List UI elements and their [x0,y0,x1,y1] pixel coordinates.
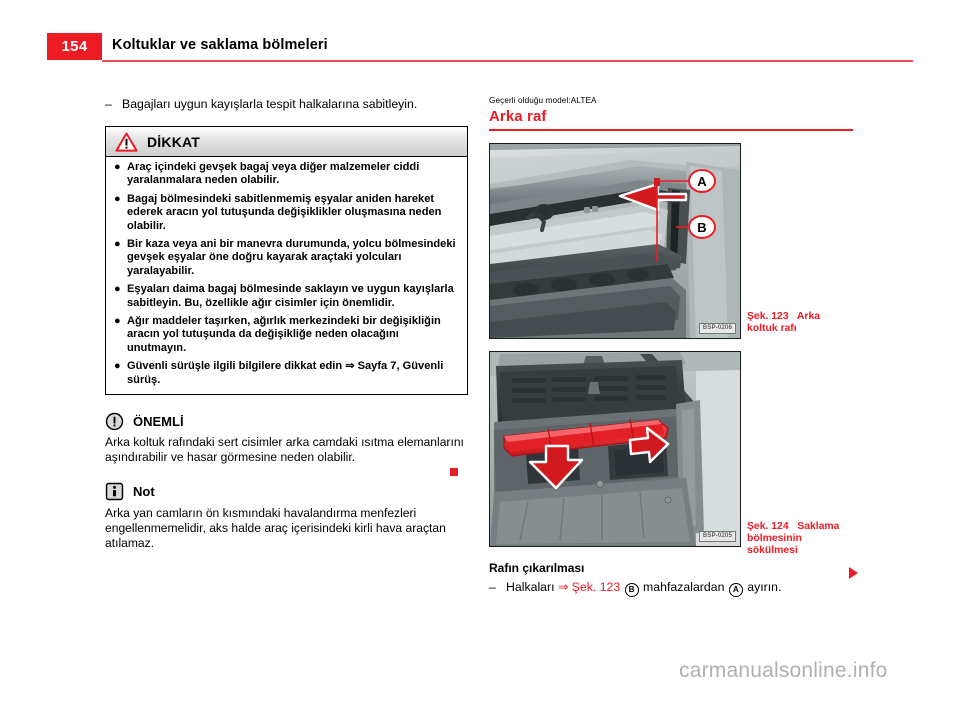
header-divider [102,60,913,62]
list-dash: – [105,97,112,111]
warning-triangle-icon [115,132,138,152]
figure-124-id-label: BSP-0205 [699,530,736,542]
figure-123-id-label: BSP-0206 [699,322,736,334]
figure-reference-link[interactable]: ⇒ Şek. 123 [557,579,621,594]
warning-bullet-text: Eşyaları daima bagaj bölmesinde saklayın… [127,283,454,309]
removal-text-part2: mahfazalardan [639,579,728,594]
callout-b: B [688,214,716,239]
warning-box-body: ● Araç içindeki gevşek bagaj veya diğer … [106,157,467,394]
warning-bullet-text: Bir kaza veya ani bir manevra durumunda,… [127,238,456,277]
intro-list-item: – Bagajları uygun kayışlarla tespit halk… [105,96,470,112]
figure-123-caption: Şek. 123 Arka koltuk rafı [747,311,851,336]
important-note-text: Arka koltuk rafındaki sert cisimler arka… [105,435,464,465]
warning-bullet: ● Araç içindeki gevşek bagaj veya diğer … [114,161,459,188]
callout-a: A [688,168,716,193]
important-note-header: ÖNEMLİ [105,410,470,432]
figure-124-image: BSP-0205 [489,350,741,547]
bullet-dot-icon: ● [114,360,121,373]
warning-bullet: ● Bagaj bölmesindeki sabitlenmemiş eşyal… [114,193,459,233]
callout-letter-a: A [728,582,743,597]
info-note-header: Not [105,481,470,503]
svg-text:B: B [697,220,706,235]
figure-124-number: Şek. 124 [747,520,795,532]
warning-bullet: ● Bir kaza veya ani bir manevra durumund… [114,238,459,278]
important-note-block: ÖNEMLİ Arka koltuk rafındaki sert cisiml… [105,410,470,465]
figure-123: A B BSP-0206 Şek. 123 Arka koltuk rafı [489,142,853,339]
red-triangle-continue-marker [849,567,858,579]
intro-text: Bagajları uygun kayışlarla tespit halkal… [122,97,418,111]
page-header: 154 Koltuklar ve saklama bölmeleri [47,33,913,63]
warning-box: DİKKAT ● Araç içindeki gevşek bagaj veya… [105,126,468,396]
removal-step-text: Halkaları ⇒ Şek. 123 B mahfazalardan A a… [506,579,781,597]
red-square-end-marker [450,468,458,476]
removal-text-part3: ayırın. [743,579,782,594]
callout-letter-b: B [624,582,639,597]
figure-123-caption-text: Arka koltuk rafı [747,310,820,334]
info-i-icon [105,482,124,501]
info-note-title: Not [133,484,155,499]
applies-to-model-label: Geçerli olduğu model:ALTEA [489,96,597,105]
figure-124: BSP-0205 Şek. 124 Saklama bölmesinin sök… [489,350,853,556]
bullet-dot-icon: ● [114,192,121,205]
important-note-title: ÖNEMLİ [133,413,184,429]
info-note-block: Not Arka yan camların ön kısmındaki hava… [105,481,470,552]
warning-box-header: DİKKAT [106,127,467,157]
storage-compartment-removal-illustration [490,351,740,546]
bullet-dot-icon: ● [114,315,121,328]
subsection-title: Rafın çıkarılması [489,560,585,575]
rear-parcel-shelf-illustration: A B [490,143,740,338]
warning-bullet-text: Araç içindeki gevşek bagaj veya diğer ma… [127,161,420,187]
warning-bullet: ● Eşyaları daima bagaj bölmesinde saklay… [114,283,459,310]
right-column: Geçerli olduğu model:ALTEA Arka raf [489,96,853,597]
figure-123-image: A B BSP-0206 [489,142,741,339]
removal-text-part1: Halkaları [506,579,558,594]
warning-bullet-text: Bagaj bölmesindeki sabitlenmemiş eşyalar… [127,192,442,232]
warning-bullet-text: Güvenli sürüşle ilgili bilgilere dikkat … [127,360,444,386]
warning-bullet-text: Ağır maddeler taşırken, ağırlık merkezin… [127,315,441,354]
figure-123-number: Şek. 123 [747,310,795,322]
section-title: Arka raf [489,108,547,125]
bullet-dot-icon: ● [114,283,121,296]
figure-124-caption: Şek. 124 Saklama bölmesinin sökülmesi [747,521,851,558]
svg-text:A: A [697,174,707,189]
left-column: – Bagajları uygun kayışlarla tespit halk… [105,96,470,551]
section-divider [489,129,853,131]
info-note-text: Arka yan camların ön kısmındaki havaland… [105,505,446,550]
site-watermark: carmanualsonline.info [679,659,888,682]
removal-step-item: – Halkaları ⇒ Şek. 123 B mahfazalardan A… [489,579,853,597]
list-dash: – [489,579,496,594]
warning-title: DİKKAT [147,133,201,150]
bullet-dot-icon: ● [114,161,121,173]
important-exclamation-icon [105,412,124,431]
warning-bullet: ● Güvenli sürüşle ilgili bilgilere dikka… [114,360,459,387]
bullet-dot-icon: ● [114,238,121,251]
warning-bullet: ● Ağır maddeler taşırken, ağırlık merkez… [114,315,459,355]
page-number: 154 [47,33,102,60]
figure-124-caption-text: Saklama bölmesinin sökülmesi [747,520,840,557]
page-title: Koltuklar ve saklama bölmeleri [112,37,328,53]
